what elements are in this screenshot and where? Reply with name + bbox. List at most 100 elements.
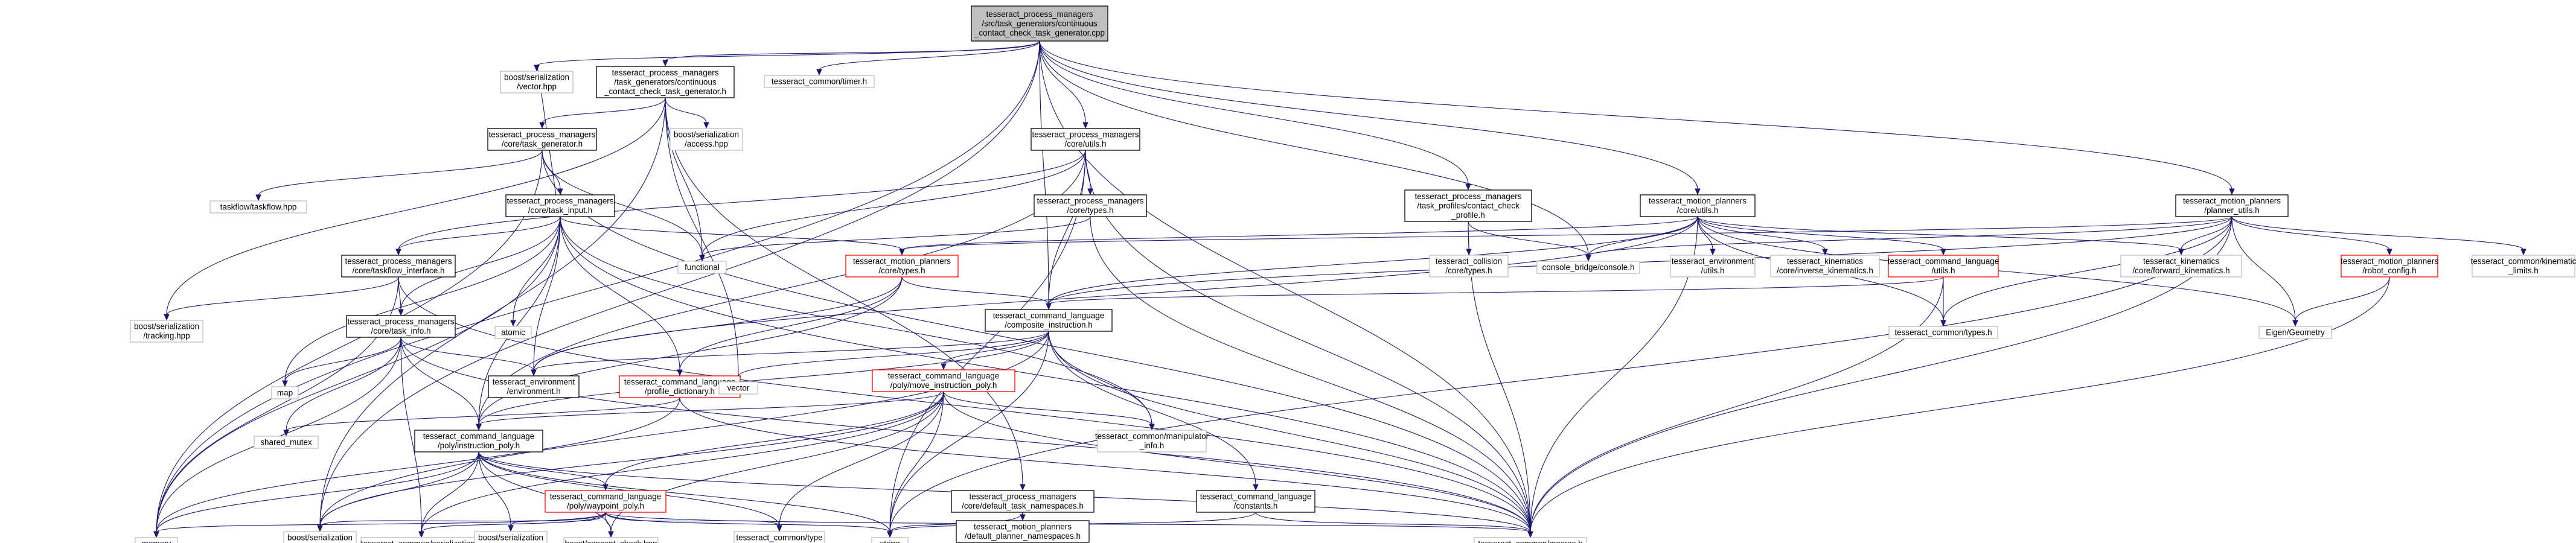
edge-line: [421, 512, 606, 533]
edge-line: [943, 391, 1531, 533]
node-mp-core-types[interactable]: tesseract_motion_planners/core/types.h: [845, 255, 959, 278]
edge-line: [1048, 276, 1944, 305]
node-task-profiles[interactable]: tesseract_process_managers/task_profiles…: [1404, 189, 1532, 222]
node-core-task-info[interactable]: tesseract_process_managers/core/task_inf…: [346, 315, 456, 338]
edge-constants-to-macros: [1255, 512, 1533, 538]
edge-waypoint_poly-to-concept_check: [605, 512, 614, 538]
edge-arrowhead: [2386, 249, 2392, 256]
node-instruction-poly[interactable]: tesseract_command_language/poly/instruct…: [414, 430, 543, 453]
edge-arrowhead: [1695, 188, 1701, 195]
node-env-utils[interactable]: tesseract_environment/utils.h: [1670, 255, 1756, 278]
node-boost-access[interactable]: boost/serialization/access.hpp: [670, 128, 743, 151]
edge-arrowhead: [1465, 183, 1471, 191]
node-functional[interactable]: functional: [677, 261, 727, 274]
edge-line: [478, 451, 780, 527]
node-vector[interactable]: vector: [718, 381, 758, 395]
node-label-line: /poly/waypoint_poly.h: [567, 501, 644, 510]
node-label-line: /core/task_info.h: [371, 326, 430, 335]
edge-line: [1039, 40, 1049, 305]
edge-arrowhead: [816, 69, 822, 76]
node-boost-base-object[interactable]: boost/serialization/base_object.hpp: [474, 531, 548, 543]
node-box: [130, 320, 203, 343]
node-env-environment[interactable]: tesseract_environment/environment.h: [488, 375, 580, 398]
edge-line: [156, 397, 680, 533]
node-taskflow[interactable]: taskflow/taskflow.hpp: [209, 200, 307, 214]
edge-line: [1468, 221, 1589, 256]
node-core-utils[interactable]: tesseract_process_managers/core/utils.h: [1031, 128, 1140, 151]
node-macros[interactable]: tesseract_common/macros.h: [1474, 537, 1587, 543]
node-label-line: tesseract_command_language: [1888, 257, 1999, 266]
node-map[interactable]: map: [271, 386, 299, 399]
edge-line: [400, 337, 422, 533]
node-console-bridge[interactable]: console_bridge/console.h: [1536, 261, 1640, 274]
edge-line: [284, 216, 561, 382]
node-label-line: /core/default_task_namespaces.h: [962, 501, 1084, 510]
edge-line: [1697, 216, 1944, 250]
node-manipulator-info[interactable]: tesseract_common/manipulator_info.h: [1095, 430, 1209, 453]
node-boost-tracking[interactable]: boost/serialization/tracking.hpp: [130, 320, 203, 343]
node-timer[interactable]: tesseract_common/timer.h: [764, 75, 875, 88]
edge-move_instruction_poly-to-manipulator_info: [943, 391, 1155, 431]
node-common-serialization[interactable]: tesseract_common/serialization.h: [360, 537, 482, 543]
node-box: [2472, 255, 2575, 278]
edge-line: [400, 337, 479, 425]
edge-line: [2231, 216, 2296, 322]
node-core-task-generator[interactable]: tesseract_process_managers/core/task_gen…: [487, 128, 597, 151]
node-robot-config[interactable]: tesseract_motion_planners/robot_config.h: [2341, 255, 2438, 278]
node-cl-utils[interactable]: tesseract_command_language/utils.h: [1888, 255, 1999, 278]
node-boost-export[interactable]: boost/serialization/export.hpp: [283, 531, 357, 543]
node-label-line: tesseract_process_managers: [507, 197, 613, 206]
node-label-line: /poly/instruction_poly.h: [438, 441, 520, 450]
edge-line: [510, 512, 606, 527]
node-tg-header[interactable]: tesseract_process_managers/task_generato…: [596, 66, 735, 98]
node-forward-kin[interactable]: tesseract_kinematics/core/forward_kinema…: [2120, 255, 2242, 278]
edge-core_task_generator-to-taskflow: [255, 150, 543, 202]
node-collision-types[interactable]: tesseract_collision/core/types.h: [1429, 255, 1509, 278]
node-label-line: boost/concept_check.hpp: [564, 539, 657, 543]
edge-root-to-composite_instruction: [1039, 40, 1052, 310]
node-type-erasure[interactable]: tesseract_common/type_erasure.h: [733, 531, 825, 543]
node-kin-limits[interactable]: tesseract_common/kinematic_limits.h: [2471, 255, 2576, 278]
node-composite-instruction[interactable]: tesseract_command_language/composite_ins…: [985, 309, 1113, 332]
node-label-line: atomic: [501, 328, 525, 337]
node-label-line: /core/inverse_kinematics.h: [1777, 266, 1873, 275]
edge-line: [901, 216, 2232, 250]
edge-core_utils-to-composite_instruction: [1046, 150, 1086, 310]
node-label-line: tesseract_command_language: [624, 378, 736, 387]
node-inverse-kin[interactable]: tesseract_kinematics/core/inverse_kinema…: [1770, 255, 1880, 278]
node-label-line: _contact_check_task_generator.cpp: [974, 28, 1105, 37]
node-waypoint-poly[interactable]: tesseract_command_language/poly/waypoint…: [545, 490, 666, 513]
edge-line: [542, 150, 561, 190]
node-common-types[interactable]: tesseract_common/types.h: [1888, 326, 1998, 339]
edge-line: [478, 451, 511, 527]
node-shared-mutex[interactable]: shared_mutex: [254, 436, 319, 449]
edge-move_instruction_poly-to-common_serialization: [418, 391, 944, 538]
edge-mp_planner_utils-to-robot_config: [2231, 216, 2392, 256]
node-box: [360, 537, 482, 543]
node-mp-planner-utils[interactable]: tesseract_motion_planners/planner_utils.…: [2175, 194, 2289, 217]
node-constants[interactable]: tesseract_command_language/constants.h: [1196, 490, 1315, 513]
node-concept-check[interactable]: boost/concept_check.hpp: [563, 537, 659, 543]
node-default-task-ns[interactable]: tesseract_process_managers/core/default_…: [951, 490, 1095, 513]
node-pm-core-types[interactable]: tesseract_process_managers/core/types.h: [1034, 194, 1147, 217]
node-eigen[interactable]: Eigen/Geometry: [2258, 326, 2332, 339]
edge-root-to-memory: [153, 40, 1040, 538]
node-box: [1640, 194, 1756, 217]
node-mp-core-utils[interactable]: tesseract_motion_planners/core/utils.h: [1640, 194, 1756, 217]
node-label-line: /task_profiles/contact_check: [1417, 201, 1520, 210]
node-label-line: /environment.h: [507, 387, 560, 396]
node-label-line: tesseract_common/kinematic: [2471, 257, 2576, 266]
node-taskflow-interface[interactable]: tesseract_process_managers/core/taskflow…: [341, 255, 456, 278]
node-move-instruction-poly[interactable]: tesseract_command_language/poly/move_ins…: [872, 369, 1015, 392]
node-boost-ser-vector[interactable]: boost/serialization/vector.hpp: [500, 71, 574, 94]
node-string[interactable]: string: [871, 537, 909, 543]
node-memory[interactable]: memory: [135, 537, 178, 543]
node-box: [500, 71, 574, 94]
node-core-task-input[interactable]: tesseract_process_managers/core/task_inp…: [505, 194, 615, 217]
edge-line: [542, 97, 666, 124]
node-atomic[interactable]: atomic: [494, 326, 532, 339]
node-box: [1404, 189, 1532, 222]
node-default-planner-ns[interactable]: tesseract_motion_planners/default_planne…: [956, 520, 1090, 543]
node-label-line: /utils.h: [1931, 266, 1955, 275]
edge-mp_core_utils-to-env_environment: [531, 216, 1698, 376]
